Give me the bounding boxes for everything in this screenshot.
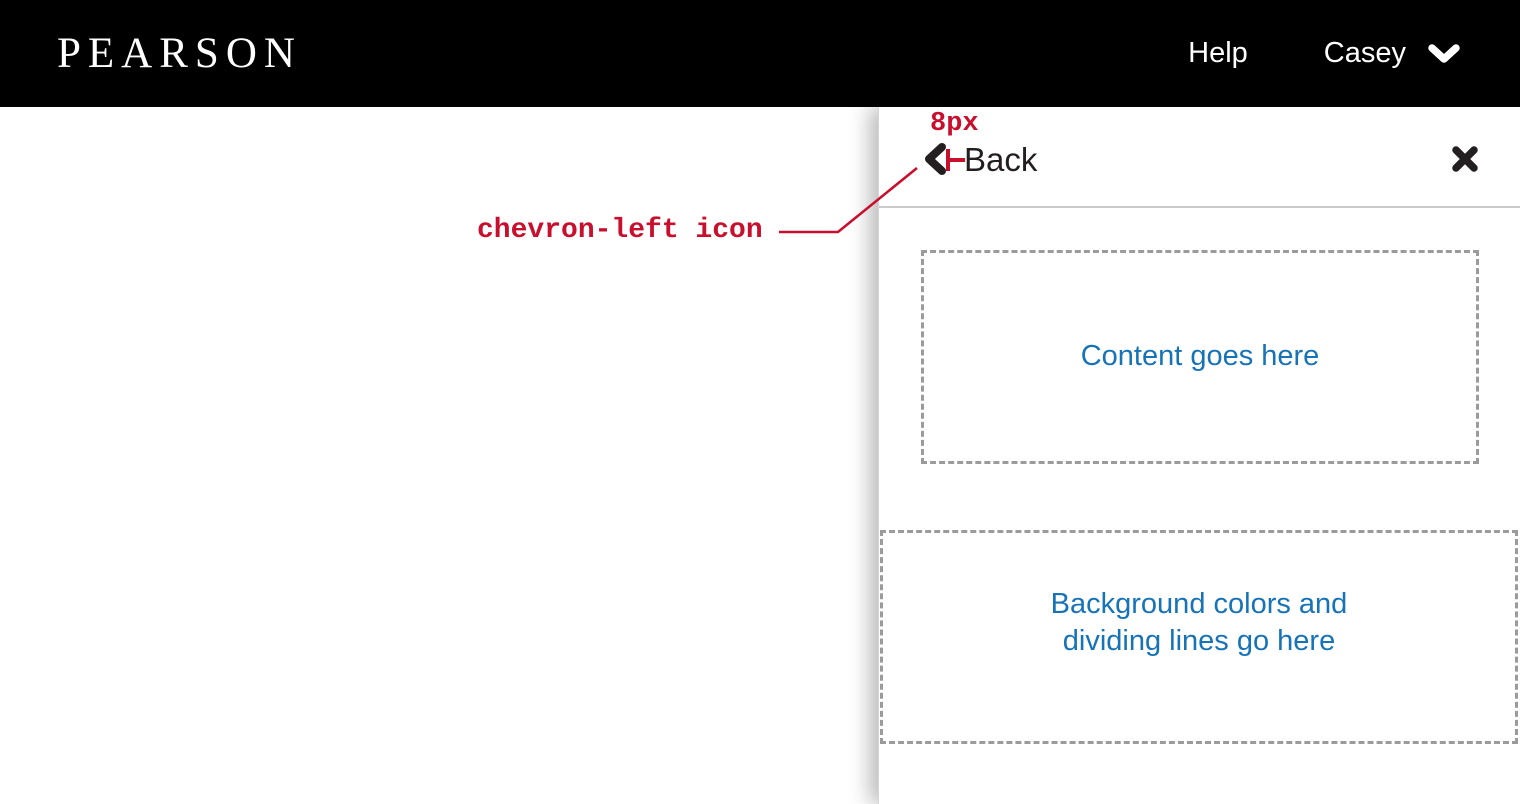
user-name-label: Casey (1323, 37, 1406, 69)
help-button[interactable]: Help (1182, 38, 1254, 69)
background-placeholder-box: Background colors and dividing lines go … (880, 530, 1518, 744)
drawer-header: Back (879, 107, 1520, 208)
content-placeholder-label: Content goes here (1080, 340, 1320, 373)
background-placeholder-label: Background colors and dividing lines go … (1050, 587, 1348, 657)
chevron-left-icon (922, 143, 947, 175)
header-nav: Help Casey (1182, 38, 1460, 69)
pearson-logo: PEARSON (57, 30, 302, 77)
close-icon (1451, 145, 1479, 173)
close-button[interactable] (1451, 145, 1479, 173)
back-button[interactable]: Back (922, 142, 1037, 176)
content-placeholder-box: Content goes here (921, 250, 1479, 464)
back-button-label: Back (964, 140, 1038, 178)
chevron-down-icon (1428, 43, 1460, 64)
user-menu-button[interactable]: Casey (1324, 39, 1460, 68)
side-drawer-panel: Back Content goes here Background colors… (878, 107, 1520, 804)
app-header: PEARSON Help Casey (0, 0, 1520, 107)
chevron-left-annotation-label: chevron-left icon (477, 215, 763, 246)
